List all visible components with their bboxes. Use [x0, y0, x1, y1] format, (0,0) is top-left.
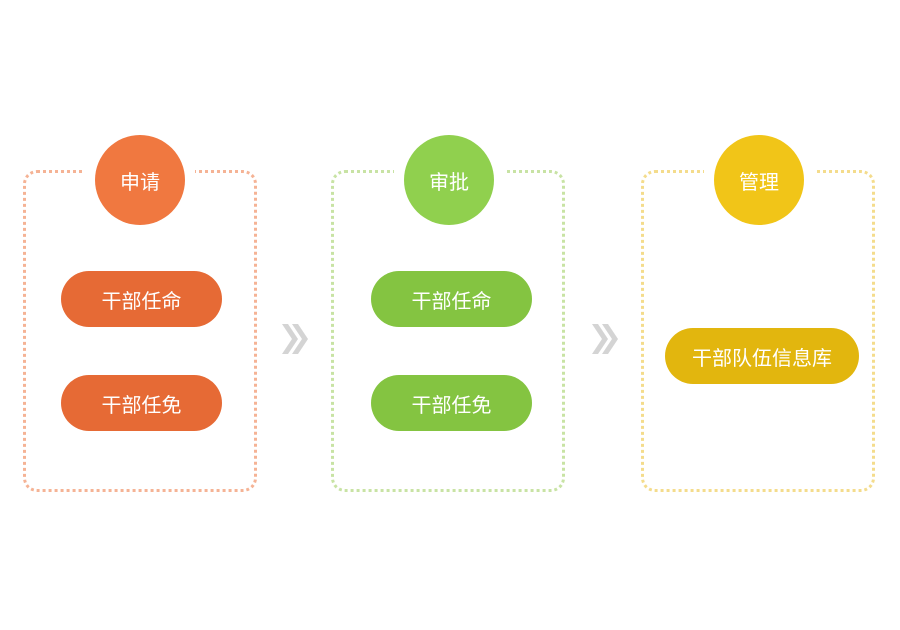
- stage-manage-title: 管理: [714, 135, 804, 225]
- cadre-removal-button[interactable]: 干部任免: [61, 375, 222, 431]
- chevron-double-right-icon: [592, 324, 618, 354]
- chevron-double-right-icon: [282, 324, 308, 354]
- stage-approve-title: 审批: [404, 135, 494, 225]
- cadre-removal-button[interactable]: 干部任免: [371, 375, 532, 431]
- stage-apply-title: 申请: [95, 135, 185, 225]
- cadre-appointment-button[interactable]: 干部任命: [371, 271, 532, 327]
- cadre-appointment-button[interactable]: 干部任命: [61, 271, 222, 327]
- cadre-database-button[interactable]: 干部队伍信息库: [665, 328, 859, 384]
